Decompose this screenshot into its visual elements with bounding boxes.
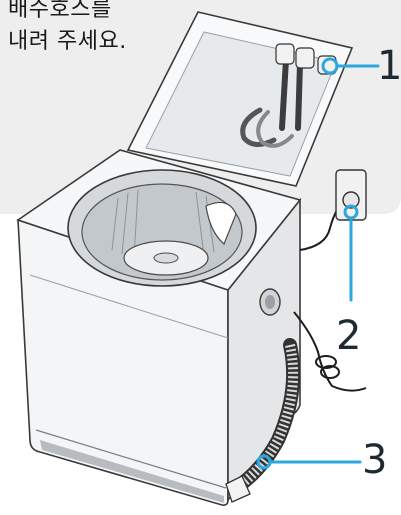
side-knob-center bbox=[265, 295, 275, 309]
drain-hose-end bbox=[225, 475, 251, 503]
washer-base-line bbox=[35, 429, 227, 489]
caption-line-1: 배수호스를 bbox=[8, 0, 112, 22]
washer-base-shadow bbox=[40, 440, 224, 503]
pulsator-center bbox=[153, 252, 179, 264]
callout-3-number: 3 bbox=[362, 437, 388, 483]
inlet-hoses bbox=[240, 57, 303, 148]
power-plug bbox=[342, 191, 360, 209]
instruction-caption: 배수호스를 내려 주세요. bbox=[8, 0, 178, 58]
callout-2-number: 2 bbox=[336, 313, 362, 359]
lint-filter bbox=[205, 201, 237, 246]
callout-lines bbox=[256, 57, 380, 470]
washer-front-line bbox=[29, 274, 229, 339]
callout-1-number: 1 bbox=[377, 43, 401, 89]
cord-bundle bbox=[315, 355, 340, 379]
power-cord-lower bbox=[293, 311, 367, 392]
drain-hose bbox=[229, 338, 301, 495]
caption-line-2: 내려 주세요. bbox=[8, 29, 127, 54]
